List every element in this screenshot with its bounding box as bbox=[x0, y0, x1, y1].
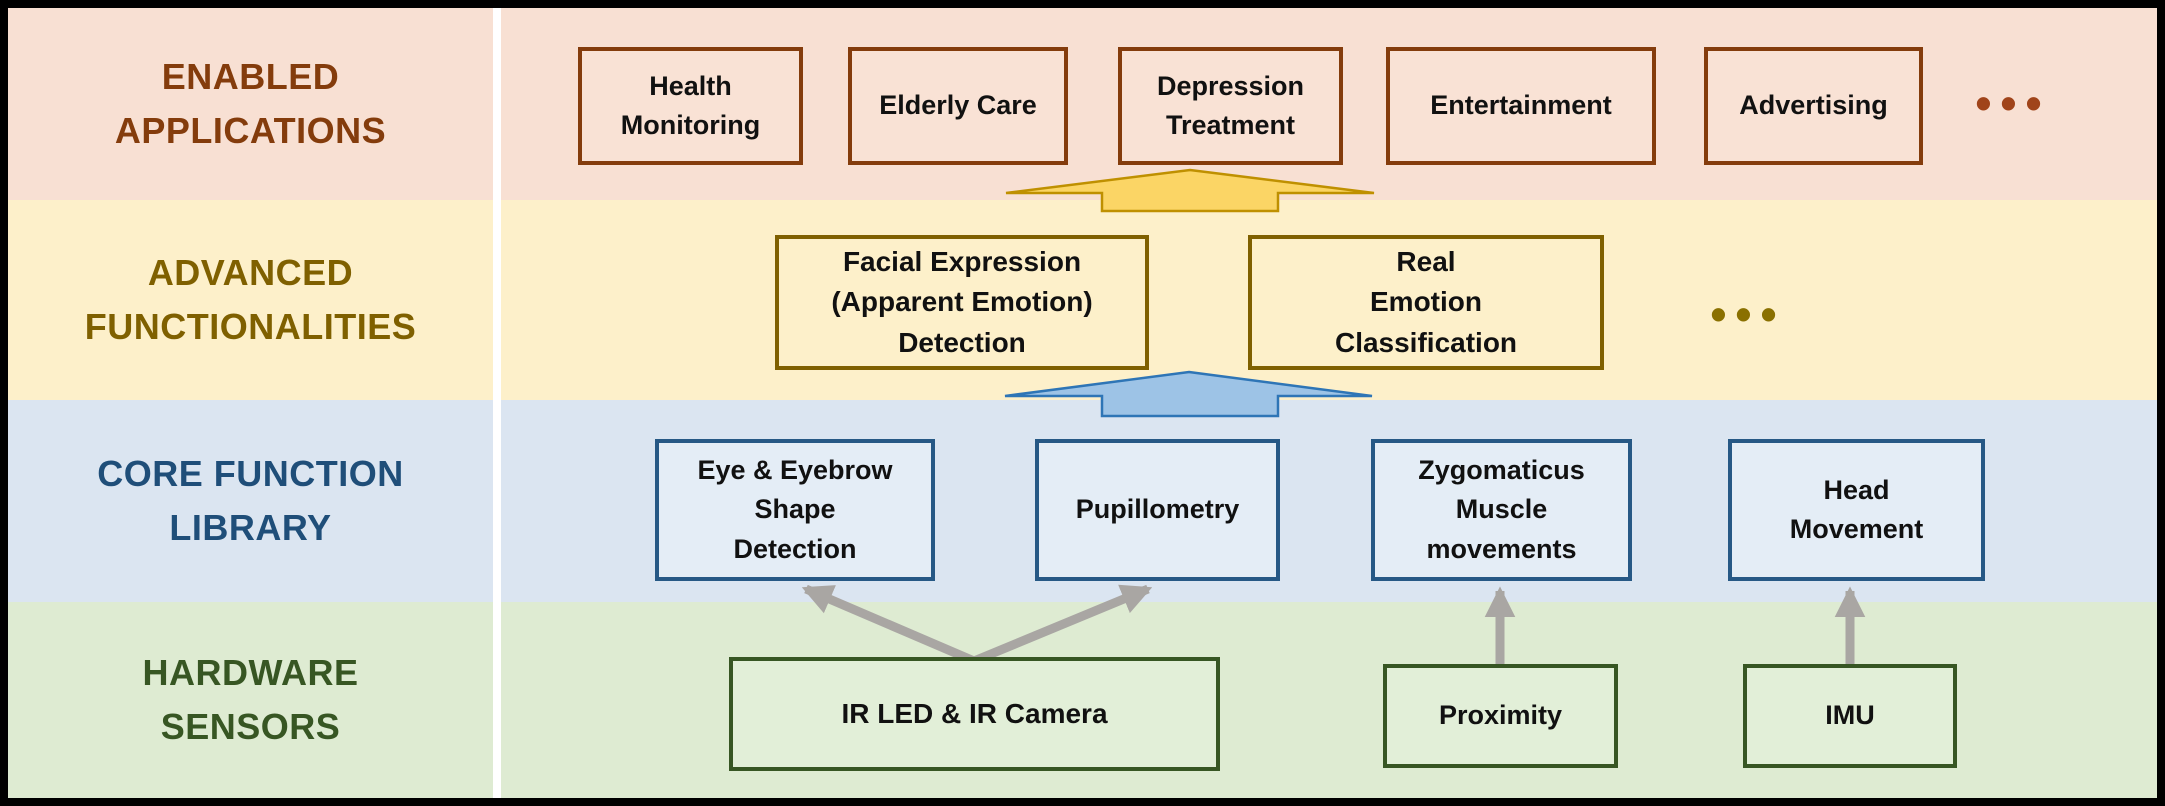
app-box-health-monitoring: Health Monitoring bbox=[578, 47, 803, 165]
core-box-pupillometry: Pupillometry bbox=[1035, 439, 1280, 581]
layer-label-advanced-functionalities: ADVANCED FUNCTIONALITIES bbox=[84, 252, 417, 347]
app-box-elderly-care: Elderly Care bbox=[848, 47, 1068, 165]
layer-label-hardware-sensors: HARDWARE SENSORS bbox=[142, 652, 359, 747]
sensor-box-proximity: Proximity bbox=[1383, 664, 1618, 768]
label-column-divider bbox=[493, 8, 501, 798]
layer-label-core-function-library: CORE FUNCTION LIBRARY bbox=[97, 453, 404, 548]
core-box-eye-eyebrow-shape-detection: Eye & Eyebrow Shape Detection bbox=[655, 439, 935, 581]
functionality-box-real-emotion-classification: Real Emotion Classification bbox=[1248, 235, 1604, 370]
diagram-canvas: ENABLED APPLICATIONS ADVANCED FUNCTIONAL… bbox=[8, 8, 2157, 798]
sensor-box-imu: IMU bbox=[1743, 664, 1957, 768]
ellipsis-more-functionalities: ••• bbox=[1710, 288, 1786, 340]
app-box-entertainment: Entertainment bbox=[1386, 47, 1656, 165]
sensor-box-ir-led-ir-camera: IR LED & IR Camera bbox=[729, 657, 1220, 771]
layer-label-enabled-applications: ENABLED APPLICATIONS bbox=[114, 56, 387, 151]
functionality-box-facial-expression-detection: Facial Expression (Apparent Emotion) Det… bbox=[775, 235, 1149, 370]
app-box-advertising: Advertising bbox=[1704, 47, 1923, 165]
core-box-zygomaticus-muscle-movements: Zygomaticus Muscle movements bbox=[1371, 439, 1632, 581]
core-box-head-movement: Head Movement bbox=[1728, 439, 1985, 581]
app-box-depression-treatment: Depression Treatment bbox=[1118, 47, 1343, 165]
ellipsis-more-applications: ••• bbox=[1975, 77, 2051, 129]
